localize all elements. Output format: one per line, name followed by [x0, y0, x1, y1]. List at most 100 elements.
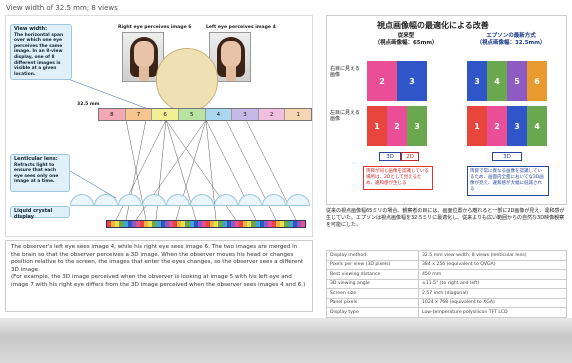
lcd-pixel [177, 221, 182, 227]
lcd-pixel [152, 221, 157, 227]
spec-value: 1024 x 768 (equivalent to XGA) [418, 297, 567, 308]
lcd-pixel [206, 221, 211, 227]
conventional-note: 両目が同じ画像を認識している場所は、2Dとして見えるため、違和感が生じる [363, 166, 433, 190]
spec-label: Display type [326, 307, 419, 318]
spec-label: Display method [326, 250, 419, 261]
lens-element [214, 194, 238, 206]
lens-element [142, 194, 166, 206]
left-eye-row-label: 左目に見える画像 [330, 110, 360, 122]
face-shape [221, 41, 241, 68]
spec-label: Best viewing distance [326, 269, 419, 280]
conventional-header: 従来型 （視点画像幅：65mm） [361, 33, 451, 47]
lcd-pixel [284, 221, 289, 227]
spec-value: Low-temperature polysilicon TFT LCD [418, 307, 567, 318]
lcd-pixel [185, 221, 190, 227]
view-width-text: The horizontal span over which one eye p… [14, 32, 64, 77]
lcd-pixel [193, 221, 198, 227]
epson-subtitle: （視点画像幅：32.5mm） [476, 40, 546, 46]
conventional-3d-tag: 3D [379, 152, 401, 161]
left-eye-label: Left eye perceives image 4 [206, 25, 276, 30]
lens-title: Lenticular lens: [14, 156, 58, 162]
view-zone: 4 [205, 109, 233, 120]
view-zone: 1 [285, 109, 311, 120]
lcd-pixel [111, 221, 116, 227]
face-image-6 [122, 32, 164, 82]
view-zone: 7 [125, 109, 153, 120]
lcd-pixel [300, 221, 305, 227]
spec-row: 3D viewing angle±11.5° (to right and lef… [326, 278, 567, 289]
lcd-label: Liquid crystal display [14, 208, 53, 220]
lcd-pixel [255, 221, 260, 227]
lens-element [262, 194, 286, 206]
right-diagram: 視点画像幅の最適化による改善 従来型 （視点画像幅：65mm） エプソンの最新方… [326, 15, 567, 205]
right-eye-row-label: 右目に見える画像 [330, 66, 360, 78]
lens-element [94, 194, 118, 206]
image-cell: 2 [387, 106, 407, 146]
lcd-pixel [201, 221, 206, 227]
lcd-pixel [197, 221, 202, 227]
epson-note: 両目で常に異なる画像を認識しているため、画面内全面においてな3D画像が見え、違和… [467, 166, 549, 196]
lcd-pixel [115, 221, 120, 227]
image-cell: 1 [467, 106, 487, 146]
lcd-pixel [288, 221, 293, 227]
view-zone: 2 [258, 109, 286, 120]
lcd-pixel [123, 221, 128, 227]
lcd-pixel [234, 221, 239, 227]
view-zone-strip: 8 7 6 5 4 3 2 1 [98, 108, 312, 121]
conventional-right-strip: 2 3 [367, 61, 427, 101]
lcd-pixel [280, 221, 285, 227]
lens-element [238, 194, 262, 206]
epson-header: エプソンの最新方式 （視点画像幅：32.5mm） [457, 33, 565, 47]
lcd-pixel-bar [106, 220, 306, 228]
image-cell: 3 [467, 61, 487, 101]
lcd-pixel [214, 221, 219, 227]
spec-value: 384 x 256 (equivalent to QVGA) [418, 259, 567, 270]
lcd-pixel [222, 221, 227, 227]
left-diagram: View width: The horizontal span over whi… [5, 15, 313, 237]
description-text: The observer's left eye sees image 4, wh… [5, 240, 313, 312]
lens-element [70, 194, 94, 206]
face-shape [134, 41, 154, 68]
lcd-pixel [107, 221, 112, 227]
lcd-pixel [148, 221, 153, 227]
lcd-pixel [243, 221, 248, 227]
spec-row: Pixels per view (3D pixels)384 x 256 (eq… [326, 259, 567, 270]
view-zone: 6 [152, 109, 179, 120]
lcd-pixel [296, 221, 301, 227]
right-eye-label: Right eye perceives image 6 [118, 25, 192, 30]
spec-label: Panel pixels [326, 297, 419, 308]
lenticular-lens-callout: Lenticular lens: Refracts light to ensur… [10, 154, 70, 192]
lcd-pixel [292, 221, 297, 227]
lcd-pixel [218, 221, 223, 227]
lcd-pixel [259, 221, 264, 227]
lcd-pixel [226, 221, 231, 227]
spec-label: 3D viewing angle [326, 278, 419, 289]
image-cell: 3 [397, 61, 427, 101]
lcd-pixel [131, 221, 136, 227]
neck-shape [226, 66, 236, 81]
view-width-measure: 32.5 mm [77, 102, 100, 107]
lcd-pixel [276, 221, 281, 227]
image-cell: 2 [367, 61, 397, 101]
diagram-title: 視点画像幅の最適化による改善 [377, 21, 489, 30]
spec-value: 2.57 inch (diagonal) [418, 288, 567, 299]
epson-3d-tag: 3D [492, 152, 522, 161]
view-zone: 3 [232, 109, 259, 120]
lcd-pixel [160, 221, 165, 227]
lcd-pixel [156, 221, 161, 227]
view-zone: 8 [99, 109, 126, 120]
conventional-subtitle: （視点画像幅：65mm） [374, 40, 438, 46]
lcd-pixel [164, 221, 169, 227]
spec-value: ±11.5° (to right and left) [418, 278, 567, 289]
lcd-pixel [189, 221, 194, 227]
spec-value: 32.5 mm view width; 8 views (lenticular … [418, 250, 567, 261]
spec-value: 450 mm [418, 269, 567, 280]
lcd-callout: Liquid crystal display [10, 206, 70, 220]
spec-label: Screen size [326, 288, 419, 299]
view-width-callout: View width: The horizontal span over whi… [10, 24, 72, 80]
